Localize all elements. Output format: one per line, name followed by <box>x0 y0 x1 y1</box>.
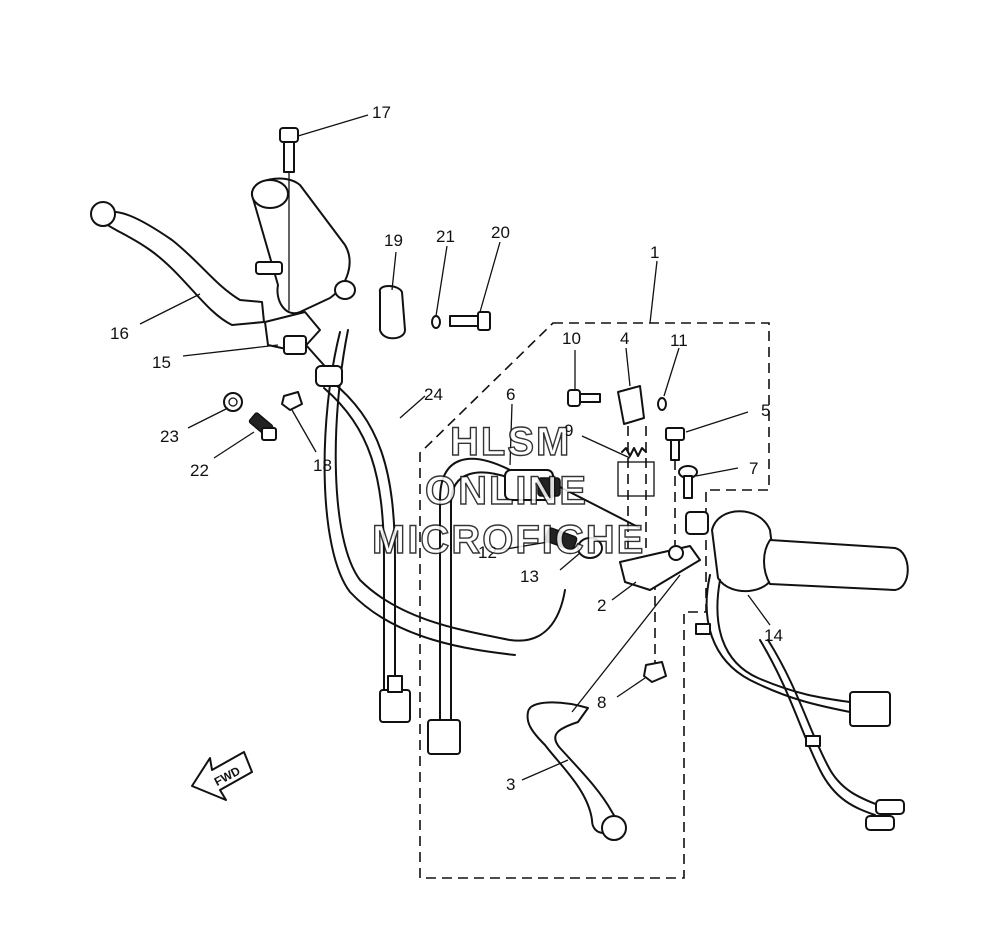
clutch-switch-connector <box>379 689 411 723</box>
callout-19: 19 <box>384 231 403 250</box>
callout-5: 5 <box>761 401 770 420</box>
callout-15: 15 <box>152 353 171 372</box>
washer <box>431 315 441 329</box>
callout-labels: 1 2 3 4 5 6 7 8 9 10 11 12 13 14 15 16 1… <box>110 103 783 794</box>
callout-23: 23 <box>160 427 179 446</box>
throttle-grip <box>763 539 909 591</box>
watermark-line-2: ONLINE <box>425 469 588 513</box>
callout-22: 22 <box>190 461 209 480</box>
callout-3: 3 <box>506 775 515 794</box>
assembly-1-boundary <box>419 322 770 879</box>
callout-2: 2 <box>597 596 606 615</box>
watermark: HLSM ONLINE MICROFICHE <box>371 419 645 562</box>
mirror-bolt <box>665 427 685 461</box>
callout-18: 18 <box>313 456 332 475</box>
watermark-line-1: HLSM <box>450 420 571 464</box>
lock-nut <box>223 392 243 412</box>
callout-10: 10 <box>562 329 581 348</box>
brake-switch-cable <box>439 457 511 721</box>
callout-7: 7 <box>749 459 758 478</box>
adjuster-bolt <box>544 527 578 551</box>
callout-17: 17 <box>372 103 391 122</box>
front-brake-switch <box>504 469 641 529</box>
leader-1 <box>649 260 658 324</box>
pivot-nut <box>643 661 667 683</box>
callout-6: 6 <box>506 385 515 404</box>
harness-connector <box>849 691 891 727</box>
brake-switch-connector <box>427 719 461 755</box>
brake-lever <box>526 701 621 834</box>
return-spring <box>621 447 647 457</box>
holder-clamp <box>378 285 406 340</box>
switch-screw <box>248 412 277 441</box>
clutch-switch-cable <box>329 379 396 691</box>
callout-14: 14 <box>764 626 783 645</box>
clamp-bolt <box>449 311 491 331</box>
right-handlebar-switch <box>685 510 776 593</box>
clutch-lever <box>97 210 265 326</box>
nut <box>281 391 303 411</box>
clutch-lever-holder <box>251 177 356 353</box>
callout-13: 13 <box>520 567 539 586</box>
watermark-line-3: MICROFICHE <box>372 518 645 562</box>
callout-11: 11 <box>670 331 688 350</box>
callout-4: 4 <box>620 329 629 348</box>
brake-hose <box>334 329 566 642</box>
holder-screw <box>678 465 698 499</box>
adjuster-nut <box>577 537 603 559</box>
callout-12: 12 <box>478 543 497 562</box>
circlip <box>657 397 667 411</box>
holder-bolt <box>279 127 299 311</box>
callout-20: 20 <box>491 223 510 242</box>
callout-1: 1 <box>650 243 659 262</box>
callout-16: 16 <box>110 324 129 343</box>
lever-holder <box>617 385 645 425</box>
callout-9: 9 <box>564 421 573 440</box>
callout-8: 8 <box>597 693 606 712</box>
callout-21: 21 <box>436 227 455 246</box>
pivot-screw <box>567 389 601 407</box>
clutch-switch <box>283 335 307 355</box>
switch-harness <box>705 574 851 713</box>
forward-direction-arrow: FWD <box>191 751 253 801</box>
callout-24: 24 <box>424 385 443 404</box>
